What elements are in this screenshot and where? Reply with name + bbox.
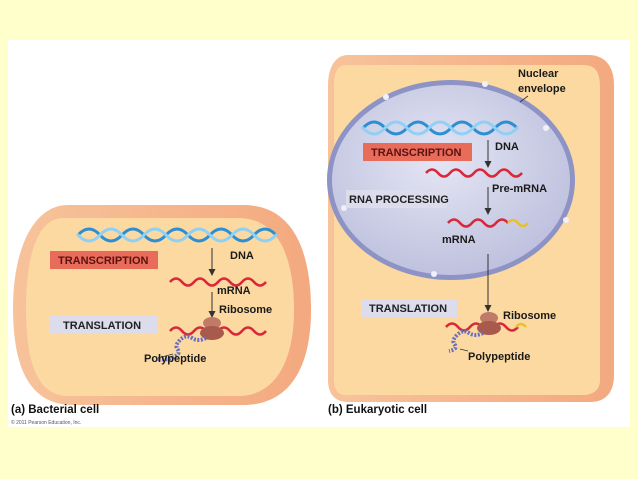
bacterial-translation-label: TRANSLATION — [63, 320, 141, 332]
bacterial-ribosome — [200, 317, 224, 340]
bacterial-dna-label: DNA — [230, 250, 254, 262]
eukaryotic-mrna — [447, 218, 509, 228]
nuclear-envelope-label-2: envelope — [518, 83, 566, 95]
bacterial-mrna-label: mRNA — [217, 285, 251, 297]
copyright-notice: © 2011 Pearson Education, Inc. — [11, 419, 81, 426]
bacterial-mrna — [169, 277, 267, 287]
eukaryotic-translation-box — [361, 299, 457, 317]
bacterial-polypeptide-label: Polypeptide — [144, 353, 206, 365]
nuclear-envelope-label-1: Nuclear — [518, 68, 559, 80]
bacterial-transcription-box — [50, 251, 158, 269]
bacterial-transcription-label: TRANSCRIPTION — [58, 255, 149, 267]
bacterial-ribosome-label: Ribosome — [219, 304, 272, 316]
figure-panel: TRANSCRIPTION TRANSLATION DNA mRNA Ribos… — [8, 40, 630, 427]
eukaryotic-polypeptide-label: Polypeptide — [468, 351, 530, 363]
eukaryotic-transcription-label: TRANSCRIPTION — [371, 147, 462, 159]
gene-expression-diagram: TRANSCRIPTION TRANSLATION DNA mRNA Ribos… — [11, 55, 614, 426]
bacterial-translation-box — [50, 316, 158, 334]
eukaryotic-dna-label: DNA — [495, 141, 519, 153]
eukaryotic-mrna-label: mRNA — [442, 234, 476, 246]
pre-mrna — [425, 168, 523, 178]
rna-processing-box — [346, 190, 447, 208]
pre-mrna-label: Pre-mRNA — [492, 183, 547, 195]
nuclear-pores — [341, 81, 569, 277]
eukaryotic-ribosome-label: Ribosome — [503, 310, 556, 322]
eukaryotic-transcription-box — [363, 143, 472, 161]
eukaryotic-caption: (b) Eukaryotic cell — [328, 404, 427, 416]
eukaryotic-ribosome — [477, 312, 501, 335]
translating-mrna-tail — [515, 322, 527, 328]
eukaryotic-cell: TRANSCRIPTION RNA PROCESSING TRANSLATION… — [327, 55, 614, 402]
eukaryotic-translation-label: TRANSLATION — [369, 303, 447, 315]
bacterial-dna-helix — [76, 227, 278, 243]
bacterial-caption: (a) Bacterial cell — [11, 404, 99, 416]
bacterial-cell: TRANSCRIPTION TRANSLATION DNA mRNA Ribos… — [13, 205, 311, 405]
mrna-poly-a-tail — [507, 218, 529, 228]
rna-processing-label: RNA PROCESSING — [349, 194, 449, 206]
eukaryotic-polypeptide — [448, 329, 484, 353]
nucleus — [332, 85, 570, 275]
eukaryotic-dna-helix — [361, 120, 519, 136]
